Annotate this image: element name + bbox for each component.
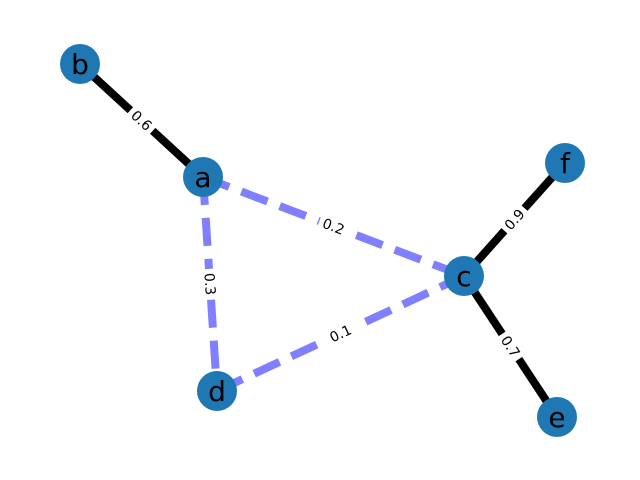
edge-weight-text: 0.3 <box>200 272 217 295</box>
node-a <box>183 157 223 197</box>
edge-label-a-c: 0.2 <box>316 213 350 242</box>
edge-label-box <box>124 104 158 138</box>
node-label-c: c <box>456 260 471 293</box>
edge-label-box <box>316 213 350 242</box>
node-b <box>60 44 100 84</box>
node-label-a: a <box>194 161 211 194</box>
node-label-b: b <box>71 48 89 81</box>
edge-label-d-c: 0.1 <box>324 319 358 349</box>
node-e <box>537 397 577 437</box>
edge-label-box <box>498 203 532 237</box>
node-c <box>444 256 484 296</box>
node-label-d: d <box>208 375 226 408</box>
node-label-e: e <box>548 401 565 434</box>
edge-label-a-d: 0.3 <box>197 268 221 300</box>
node-f <box>545 143 585 183</box>
node-d <box>197 371 237 411</box>
edge-label-box <box>324 319 358 349</box>
node-label-f: f <box>560 147 571 180</box>
edge-weight-text: 0.2 <box>320 216 346 239</box>
edge-label-box <box>197 268 221 300</box>
edge-label-box <box>494 330 526 364</box>
